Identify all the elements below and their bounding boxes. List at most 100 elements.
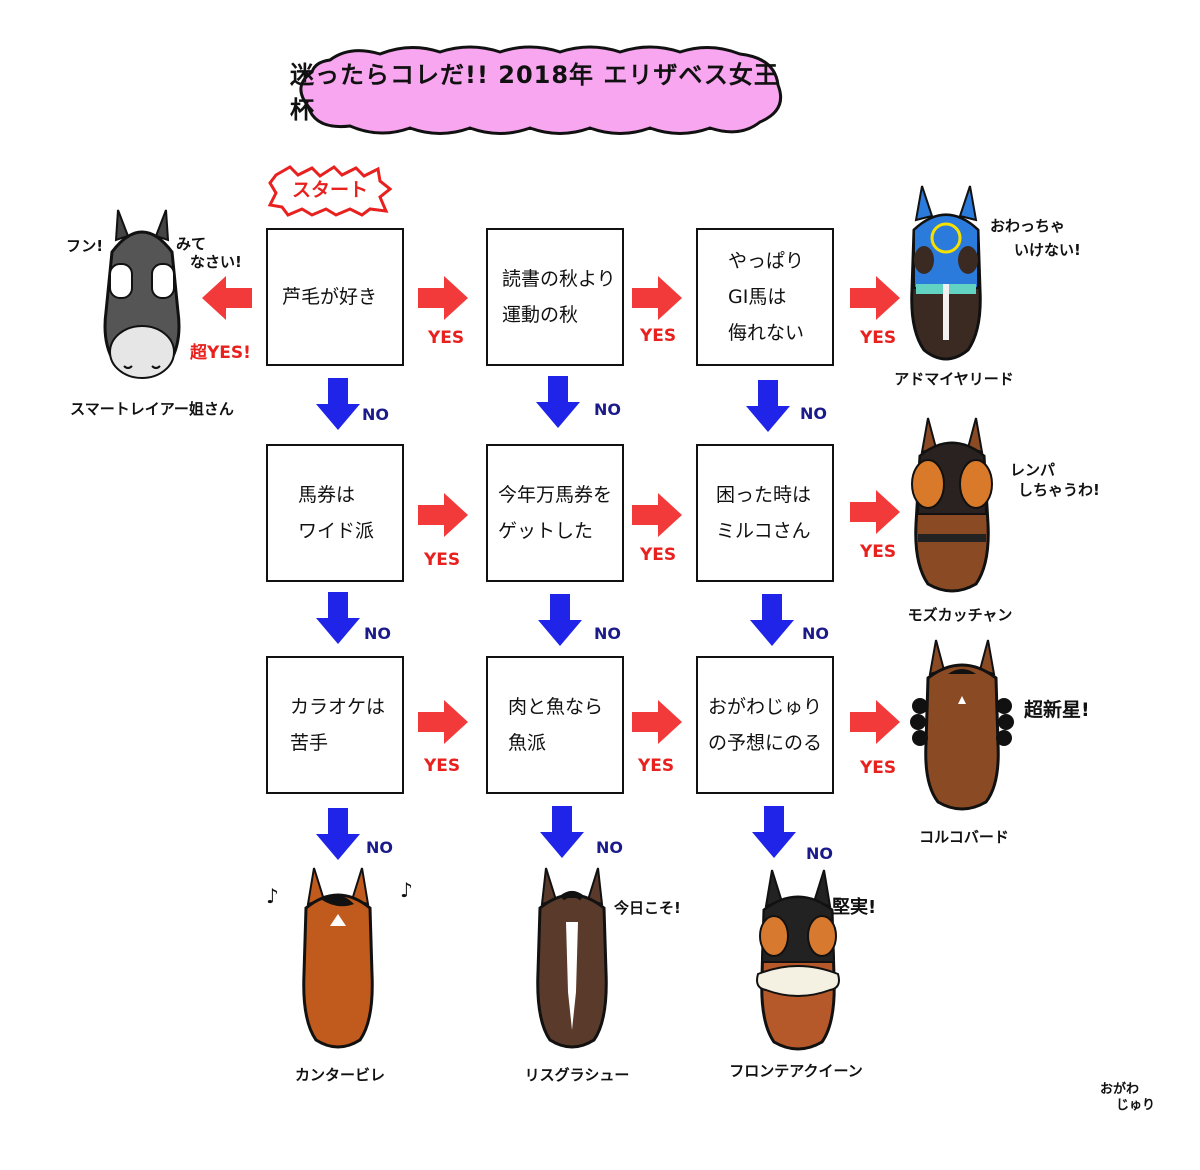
horse-quote: しちゃうわ! [1018,481,1100,499]
no-label: NO [362,405,389,424]
horse-frontier-queen-icon [756,869,840,1051]
arrow-right-red [418,700,468,744]
super-yes-label: 超YES! [190,343,251,363]
no-label: NO [594,400,621,419]
question-box: おがわじゅり の予想にのる [696,656,834,794]
question-box: 読書の秋より 運動の秋 [486,228,624,366]
question-line: 運動の秋 [502,304,579,326]
arrow-left-red [202,276,252,320]
question-line: ワイド派 [298,520,375,542]
question-box: 困った時は ミルコさん [696,444,834,582]
horse-name: カンタービレ [294,1066,385,1084]
arrow-right-red [632,276,682,320]
horse-lys-gracieux-icon [536,867,608,1049]
horse-name: コルコバード [919,828,1009,846]
horse-name: フロンテアクイーン [729,1062,863,1080]
question-line: カラオケは [290,696,386,718]
horse-smart-layer-icon [103,209,181,379]
horse-quote: なさい! [190,253,242,271]
horse-quote: おわっちゃ [990,217,1066,235]
arrow-down-blue [316,592,360,644]
signature: おがわ じゅり [1100,1082,1155,1114]
arrow-down-blue [750,594,794,646]
arrow-right-red [850,490,900,534]
question-box: カラオケは 苦手 [266,656,404,794]
horse-name: スマートレイアー姐さん [70,400,234,418]
question-line: ゲットした [498,520,594,542]
arrow-right-red [632,700,682,744]
question-line: 今年万馬券を [498,484,613,506]
question-line: 困った時は [716,484,812,506]
horse-kantabile-icon [302,867,374,1049]
arrow-right-red [850,276,900,320]
no-label: NO [364,624,391,643]
yes-label: YES [638,756,675,776]
horse-quote: レンパ [1010,461,1056,479]
arrow-down-blue [540,806,584,858]
start-burst-shape [267,165,393,217]
title-cloud-shape [299,45,783,135]
horse-quote: みて [176,235,207,253]
question-line: 魚派 [508,732,547,754]
question-line: 侮れない [728,322,805,344]
horse-kolkovard-icon [910,639,1014,811]
question-line: GI馬は [728,286,787,308]
music-note-icon: ♪ [266,884,279,908]
arrow-down-blue [746,380,790,432]
horse-name: リスグラシュー [524,1066,630,1084]
start-label: スタート [291,179,368,201]
question-box: 肉と魚なら 魚派 [486,656,624,794]
question-box: 今年万馬券を ゲットした [486,444,624,582]
horse-quote: 超新星! [1024,699,1090,721]
horse-name: アドマイヤリード [894,370,1014,388]
horse-mozu-katchan-icon [911,417,993,593]
title-text: 迷ったらコレだ!! 2018年 エリザベス女王杯 [290,61,779,124]
no-label: NO [594,624,621,643]
question-box: やっぱり GI馬は 侮れない [696,228,834,366]
yes-label: YES [860,758,897,778]
yes-label: YES [640,326,677,346]
yes-label: YES [424,550,461,570]
horse-quote: フン! [66,237,104,255]
no-label: NO [806,844,833,863]
arrow-right-red [632,493,682,537]
yes-label: YES [428,328,465,348]
yes-label: YES [860,542,897,562]
arrow-right-red [418,493,468,537]
horse-quote: いけない! [1014,241,1081,259]
no-label: NO [366,838,393,857]
horse-quote: 今日こそ! [614,899,681,917]
no-label: NO [800,404,827,423]
horse-admire-lead-icon [910,185,982,361]
no-label: NO [596,838,623,857]
yes-label: YES [424,756,461,776]
yes-label: YES [860,328,897,348]
start-badge: スタート [267,165,393,217]
horse-name: モズカッチャン [907,606,1013,624]
arrow-down-blue [316,378,360,430]
music-note-icon: ♪ [400,878,413,902]
question-line: 馬券は [298,484,356,506]
question-line: 苦手 [290,732,329,754]
question-line: おがわじゅり [708,696,823,718]
arrow-down-blue [752,806,796,858]
question-line: やっぱり [728,250,805,272]
question-line: 芦毛が好き [282,286,378,308]
question-box: 馬券は ワイド派 [266,444,404,582]
arrow-down-blue [538,594,582,646]
question-box: 芦毛が好き [266,228,404,366]
signature-line: おがわ [1100,1082,1140,1097]
arrow-right-red [418,276,468,320]
question-line: 読書の秋より [502,268,616,290]
question-line: の予想にのる [708,732,823,754]
question-line: ミルコさん [716,520,811,542]
title-banner: 迷ったらコレだ!! 2018年 エリザベス女王杯 [290,40,790,140]
question-line: 肉と魚なら [508,696,604,718]
arrow-down-blue [316,808,360,860]
horse-quote: 堅実! [832,897,877,918]
arrow-down-blue [536,376,580,428]
yes-label: YES [640,545,677,565]
arrow-right-red [850,700,900,744]
signature-line: じゅり [1116,1098,1156,1113]
no-label: NO [802,624,829,643]
